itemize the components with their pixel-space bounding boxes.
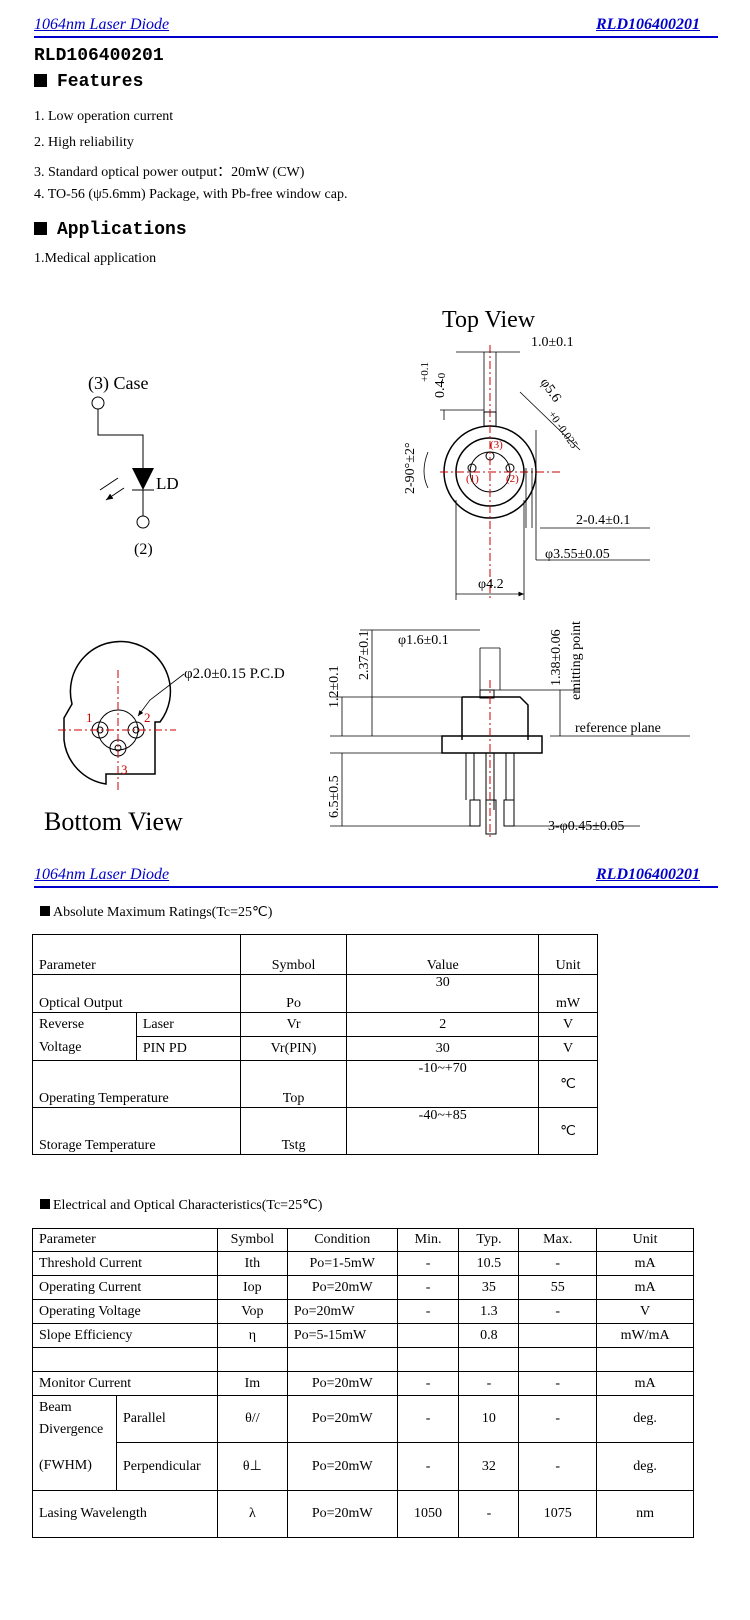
table-row: Threshold Current Ith Po=1-5mW - 10.5 - … — [32, 1251, 694, 1276]
electrical-heading: Electrical and Optical Characteristics(T… — [40, 1197, 322, 1214]
abs-max-table: Parameter Symbol Value Unit Optical Outp… — [32, 934, 598, 1155]
top-pin3-label: (3) — [490, 439, 503, 451]
table-row: Slope Efficiency η Po=5-15mW 0.8 mW/mA — [32, 1323, 694, 1348]
table-row: Operating Temperature Top -10~+70 ℃ — [32, 1060, 598, 1108]
dim-notch-tol-minus: -0 — [436, 372, 448, 382]
bottom-pin1-label: 1 — [86, 710, 93, 725]
application-item: 1.Medical application — [34, 251, 157, 266]
square-bullet-icon — [40, 1199, 50, 1209]
table-row: Lasing Wavelength λ Po=20mW 1050 - 1075 … — [32, 1490, 694, 1538]
dim-angle: 2-90°±2° — [403, 442, 418, 494]
square-bullet-icon — [40, 906, 50, 916]
header-part-number: RLD106400201 — [596, 866, 700, 883]
dim-lead-diameter: 3-φ0.45±0.05 — [548, 819, 624, 834]
dim-pin-width: 2-0.4±0.1 — [576, 513, 630, 528]
dim-cap-height: 2.37±0.1 — [357, 630, 372, 680]
dim-base-diameter: φ4.2 — [478, 577, 504, 592]
part-number: RLD106400201 — [34, 46, 164, 66]
top-view-drawing: 1.0±0.1 0.4 +0.1 -0 φ5.6 +0 -0.025 2-90°… — [403, 335, 650, 600]
table-row: Operating Voltage Vop Po=20mW - 1.3 - V — [32, 1299, 694, 1324]
header-title: 1064nm Laser Diode — [34, 866, 170, 883]
table-row: Optical Output Po 30 mW — [32, 974, 598, 1013]
table-header-row: Parameter Symbol Value Unit — [32, 934, 598, 975]
electrical-table: Parameter Symbol Condition Min. Typ. Max… — [32, 1228, 694, 1538]
bottom-pin2-label: 2 — [144, 710, 151, 725]
header-title: 1064nm Laser Diode — [34, 16, 170, 33]
table-row: Reverse Laser Vr 2 V — [32, 1012, 598, 1037]
side-view-drawing: φ1.6±0.1 2.37±0.1 1.2±0.1 1.38±0.06 emit… — [327, 621, 690, 840]
table-row: Voltage PIN PD Vr(PIN) 30 V — [32, 1036, 598, 1061]
table-header-row: Parameter Symbol Condition Min. Typ. Max… — [32, 1228, 694, 1252]
square-bullet-icon — [34, 74, 47, 87]
dim-lead-length: 6.5±0.5 — [327, 775, 342, 818]
table-row: Operating Current Iop Po=20mW - 35 55 mA — [32, 1275, 694, 1300]
dim-notch-depth: 0.4 — [433, 381, 448, 399]
dim-emitting-point: 1.38±0.06 — [549, 629, 564, 686]
feature-item: 3. Standard optical power output：20mW (C… — [34, 165, 305, 180]
applications-heading: Applications — [34, 220, 187, 240]
feature-item: 4. TO-56 (ψ5.6mm) Package, with Pb-free … — [34, 187, 348, 202]
dim-window-height: 1.2±0.1 — [327, 665, 342, 708]
table-row: Monitor Current Im Po=20mW - - - mA — [32, 1371, 694, 1396]
dim-window-diameter: φ1.6±0.1 — [398, 633, 449, 648]
bottom-pin3-label: 3 — [121, 762, 128, 777]
ld-label: LD — [156, 474, 179, 493]
dim-outer-diameter-tol: +0 -0.025 — [546, 409, 581, 451]
table-row: (FWHM) Perpendicular θ⊥ Po=20mW - 32 - d… — [32, 1442, 694, 1491]
top-pin2-label: (2) — [506, 473, 519, 485]
table-row-empty — [32, 1347, 694, 1372]
emitting-point-label: emitting point — [569, 621, 584, 700]
pin2-label: (2) — [134, 541, 153, 558]
features-heading: Features — [34, 72, 143, 92]
dim-notch-tol-plus: +0.1 — [419, 362, 431, 382]
dim-pcd: φ2.0±0.15 P.C.D — [184, 666, 285, 682]
dim-cap-diameter: φ3.55±0.05 — [545, 547, 610, 562]
package-drawing: Top View Bottom View (3) Case LD (2) 1.0… — [44, 307, 690, 840]
reference-plane-label: reference plane — [575, 721, 661, 736]
dim-outer-diameter: φ5.6 — [537, 376, 564, 406]
table-row: Storage Temperature Tstg -40~+85 ℃ — [32, 1107, 598, 1155]
bottom-view-title: Bottom View — [44, 807, 183, 836]
header-part-number: RLD106400201 — [596, 16, 700, 33]
page-header-2: 1064nm Laser Diode RLD106400201 — [34, 864, 718, 888]
feature-item: 1. Low operation current — [34, 109, 174, 124]
ld-schematic: (3) Case LD (2) — [88, 373, 179, 558]
feature-item: 2. High reliability — [34, 135, 134, 150]
abs-max-heading: Absolute Maximum Ratings(Tc=25℃) — [40, 904, 272, 921]
square-bullet-icon — [34, 222, 47, 235]
top-view-title: Top View — [442, 307, 536, 333]
top-pin1-label: (1) — [466, 473, 479, 485]
bottom-view-drawing: 1 2 3 φ2.0±0.15 P.C.D — [58, 640, 285, 790]
page-header: 1064nm Laser Diode RLD106400201 — [34, 14, 718, 38]
dim-top-width: 1.0±0.1 — [531, 335, 574, 350]
case-label: (3) Case — [88, 373, 148, 394]
